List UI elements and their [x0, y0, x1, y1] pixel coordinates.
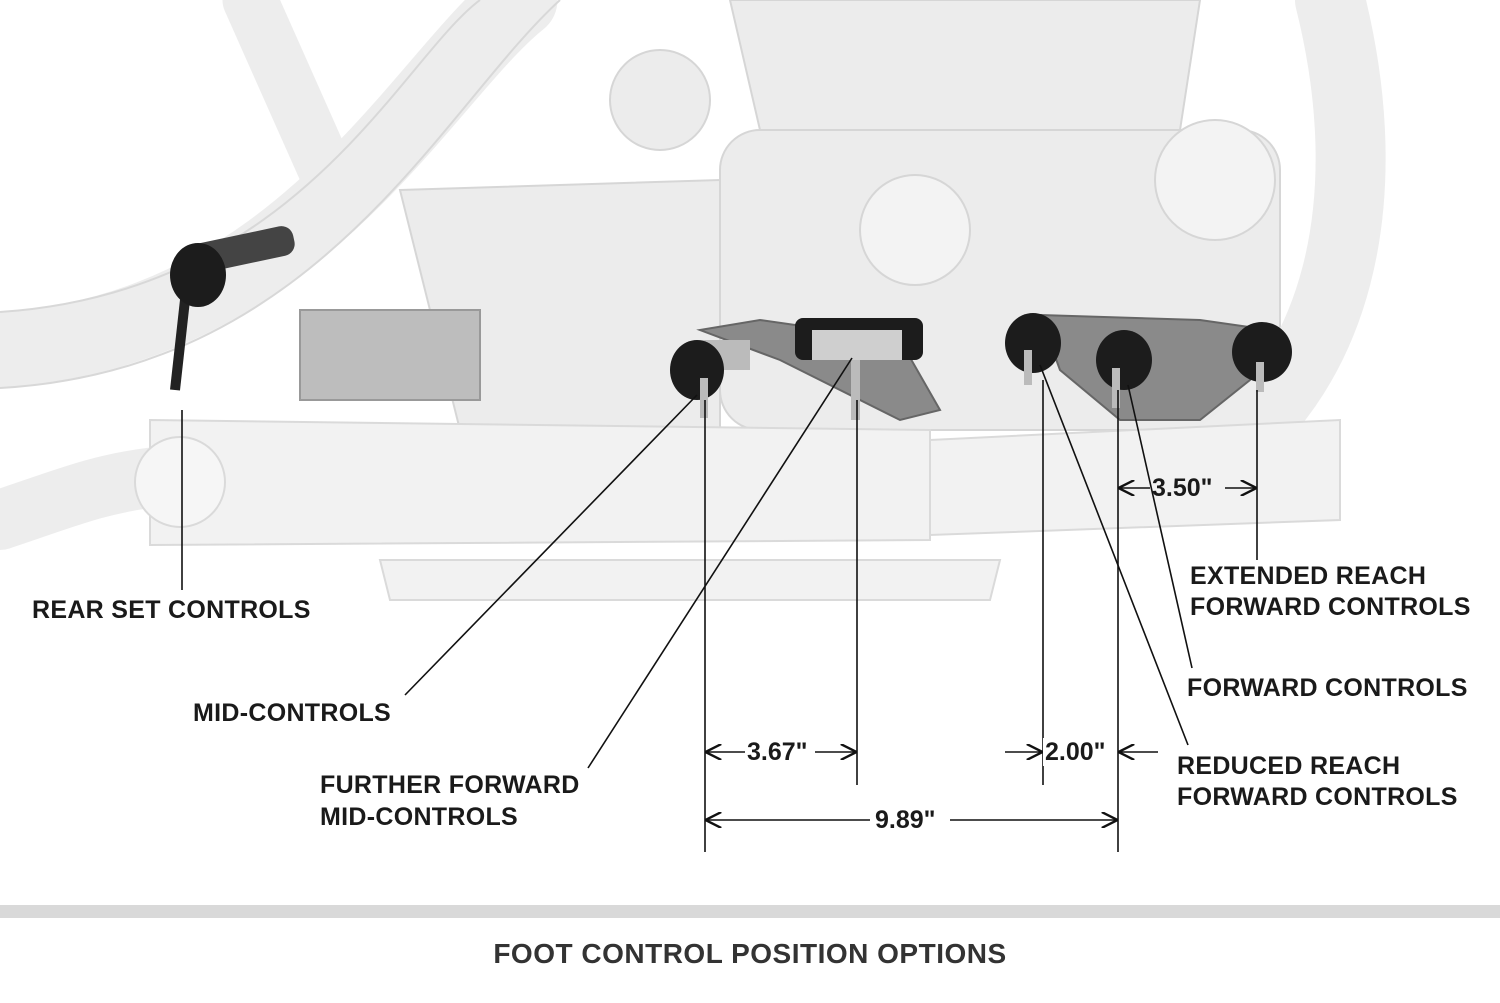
label-mid-controls: MID-CONTROLS: [193, 699, 392, 727]
reduced-reach-peg: [1005, 313, 1061, 373]
diagram-title: FOOT CONTROL POSITION OPTIONS: [493, 938, 1007, 969]
label-extended-reach-line1: EXTENDED REACH: [1190, 562, 1427, 590]
label-extended-reach-line2: FORWARD CONTROLS: [1190, 593, 1471, 621]
label-further-forward-line2: MID-CONTROLS: [320, 803, 519, 831]
leader-lines: [181, 357, 1258, 852]
label-forward-controls: FORWARD CONTROLS: [1187, 674, 1468, 702]
dimension-total-span: 9.89": [873, 806, 938, 834]
motorcycle-render: [0, 0, 1386, 852]
divider-bar: [0, 905, 1500, 918]
dimension-reduced-offset: 2.00": [1043, 738, 1108, 766]
label-reduced-reach-line2: FORWARD CONTROLS: [1177, 783, 1458, 811]
dimension-extended-offset: 3.50": [1152, 474, 1213, 502]
rear-set-peg: [170, 226, 295, 391]
extended-reach-peg: [1232, 322, 1292, 382]
further-forward-mount: [795, 318, 923, 420]
forward-peg: [1096, 330, 1152, 390]
label-reduced-reach-line1: REDUCED REACH: [1177, 752, 1401, 780]
label-rear-set-controls: REAR SET CONTROLS: [32, 596, 311, 624]
mid-control-peg: [670, 340, 750, 418]
label-further-forward-line1: FURTHER FORWARD: [320, 771, 580, 799]
dimension-further-forward-offset: 3.67": [745, 738, 810, 766]
